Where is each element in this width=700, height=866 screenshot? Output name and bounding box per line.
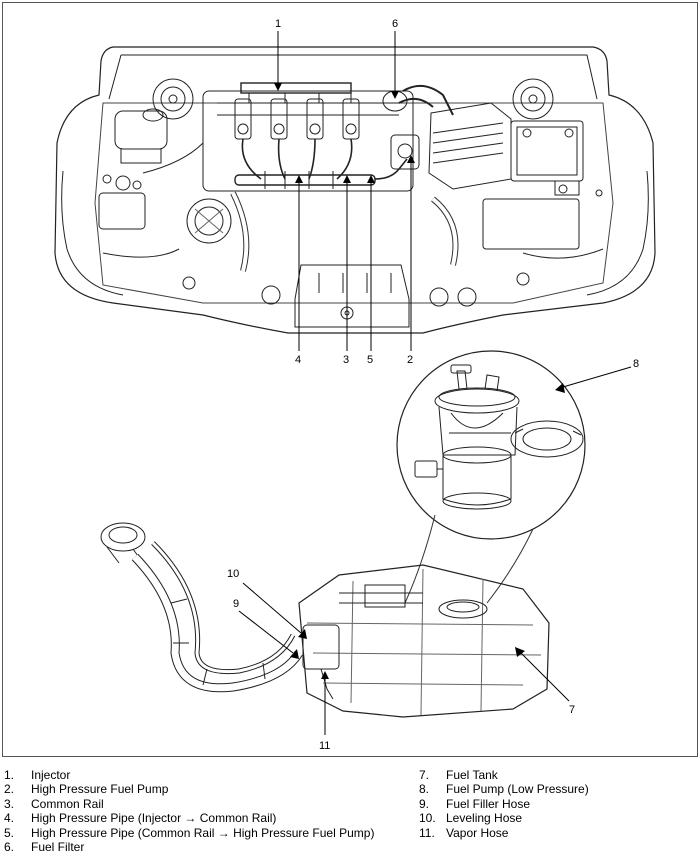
legend: 1.Injector 2.High Pressure Fuel Pump 3.C…	[0, 768, 700, 866]
callout-3: 3	[343, 354, 349, 366]
callout-9: 9	[233, 598, 239, 610]
legend-item: 7.Fuel Tank	[419, 768, 498, 782]
callout-5: 5	[367, 354, 373, 366]
legend-right-column: 7.Fuel Tank 8.Fuel Pump (Low Pressure) 9…	[419, 768, 589, 840]
callout-6: 6	[392, 18, 398, 30]
legend-item: 5.High Pressure Pipe (Common Rail → High…	[4, 825, 375, 840]
legend-item: 8.Fuel Pump (Low Pressure)	[419, 782, 589, 797]
legend-item: 11.Vapor Hose	[419, 825, 509, 840]
callout-7: 7	[569, 704, 575, 716]
callout-numbers: 1 2 3 4 5 6 7 8 9 10 11	[227, 18, 639, 752]
diagram-figure: 1 2 3 4 5 6 7 8 9 10 11	[2, 2, 698, 757]
fuel-tank	[298, 564, 550, 718]
fuel-system-illustration: 1 2 3 4 5 6 7 8 9 10 11	[54, 18, 656, 752]
legend-left-column: 1.Injector 2.High Pressure Fuel Pump 3.C…	[4, 768, 374, 854]
callout-2: 2	[407, 354, 413, 366]
callout-1: 1	[275, 18, 281, 30]
legend-item: 4.High Pressure Pipe (Injector → Common …	[4, 811, 277, 826]
callout-leaders	[238, 31, 632, 735]
legend-item: 6.Fuel Filter	[4, 840, 85, 855]
arrowheads	[274, 83, 565, 679]
legend-item: 10.Leveling Hose	[419, 811, 523, 826]
fuel-pump-detail	[396, 350, 586, 540]
legend-item: 2.High Pressure Fuel Pump	[4, 782, 169, 797]
callout-4: 4	[295, 354, 301, 366]
callout-8: 8	[633, 358, 639, 370]
callout-10: 10	[227, 568, 239, 580]
callout-11: 11	[319, 740, 330, 752]
filler-neck-and-hoses	[100, 522, 340, 700]
legend-item: 3.Common Rail	[4, 796, 104, 811]
injector-row	[234, 98, 360, 140]
legend-item: 9.Fuel Filler Hose	[419, 796, 531, 811]
legend-item: 1.Injector	[4, 768, 71, 782]
engine-bay	[54, 46, 656, 334]
